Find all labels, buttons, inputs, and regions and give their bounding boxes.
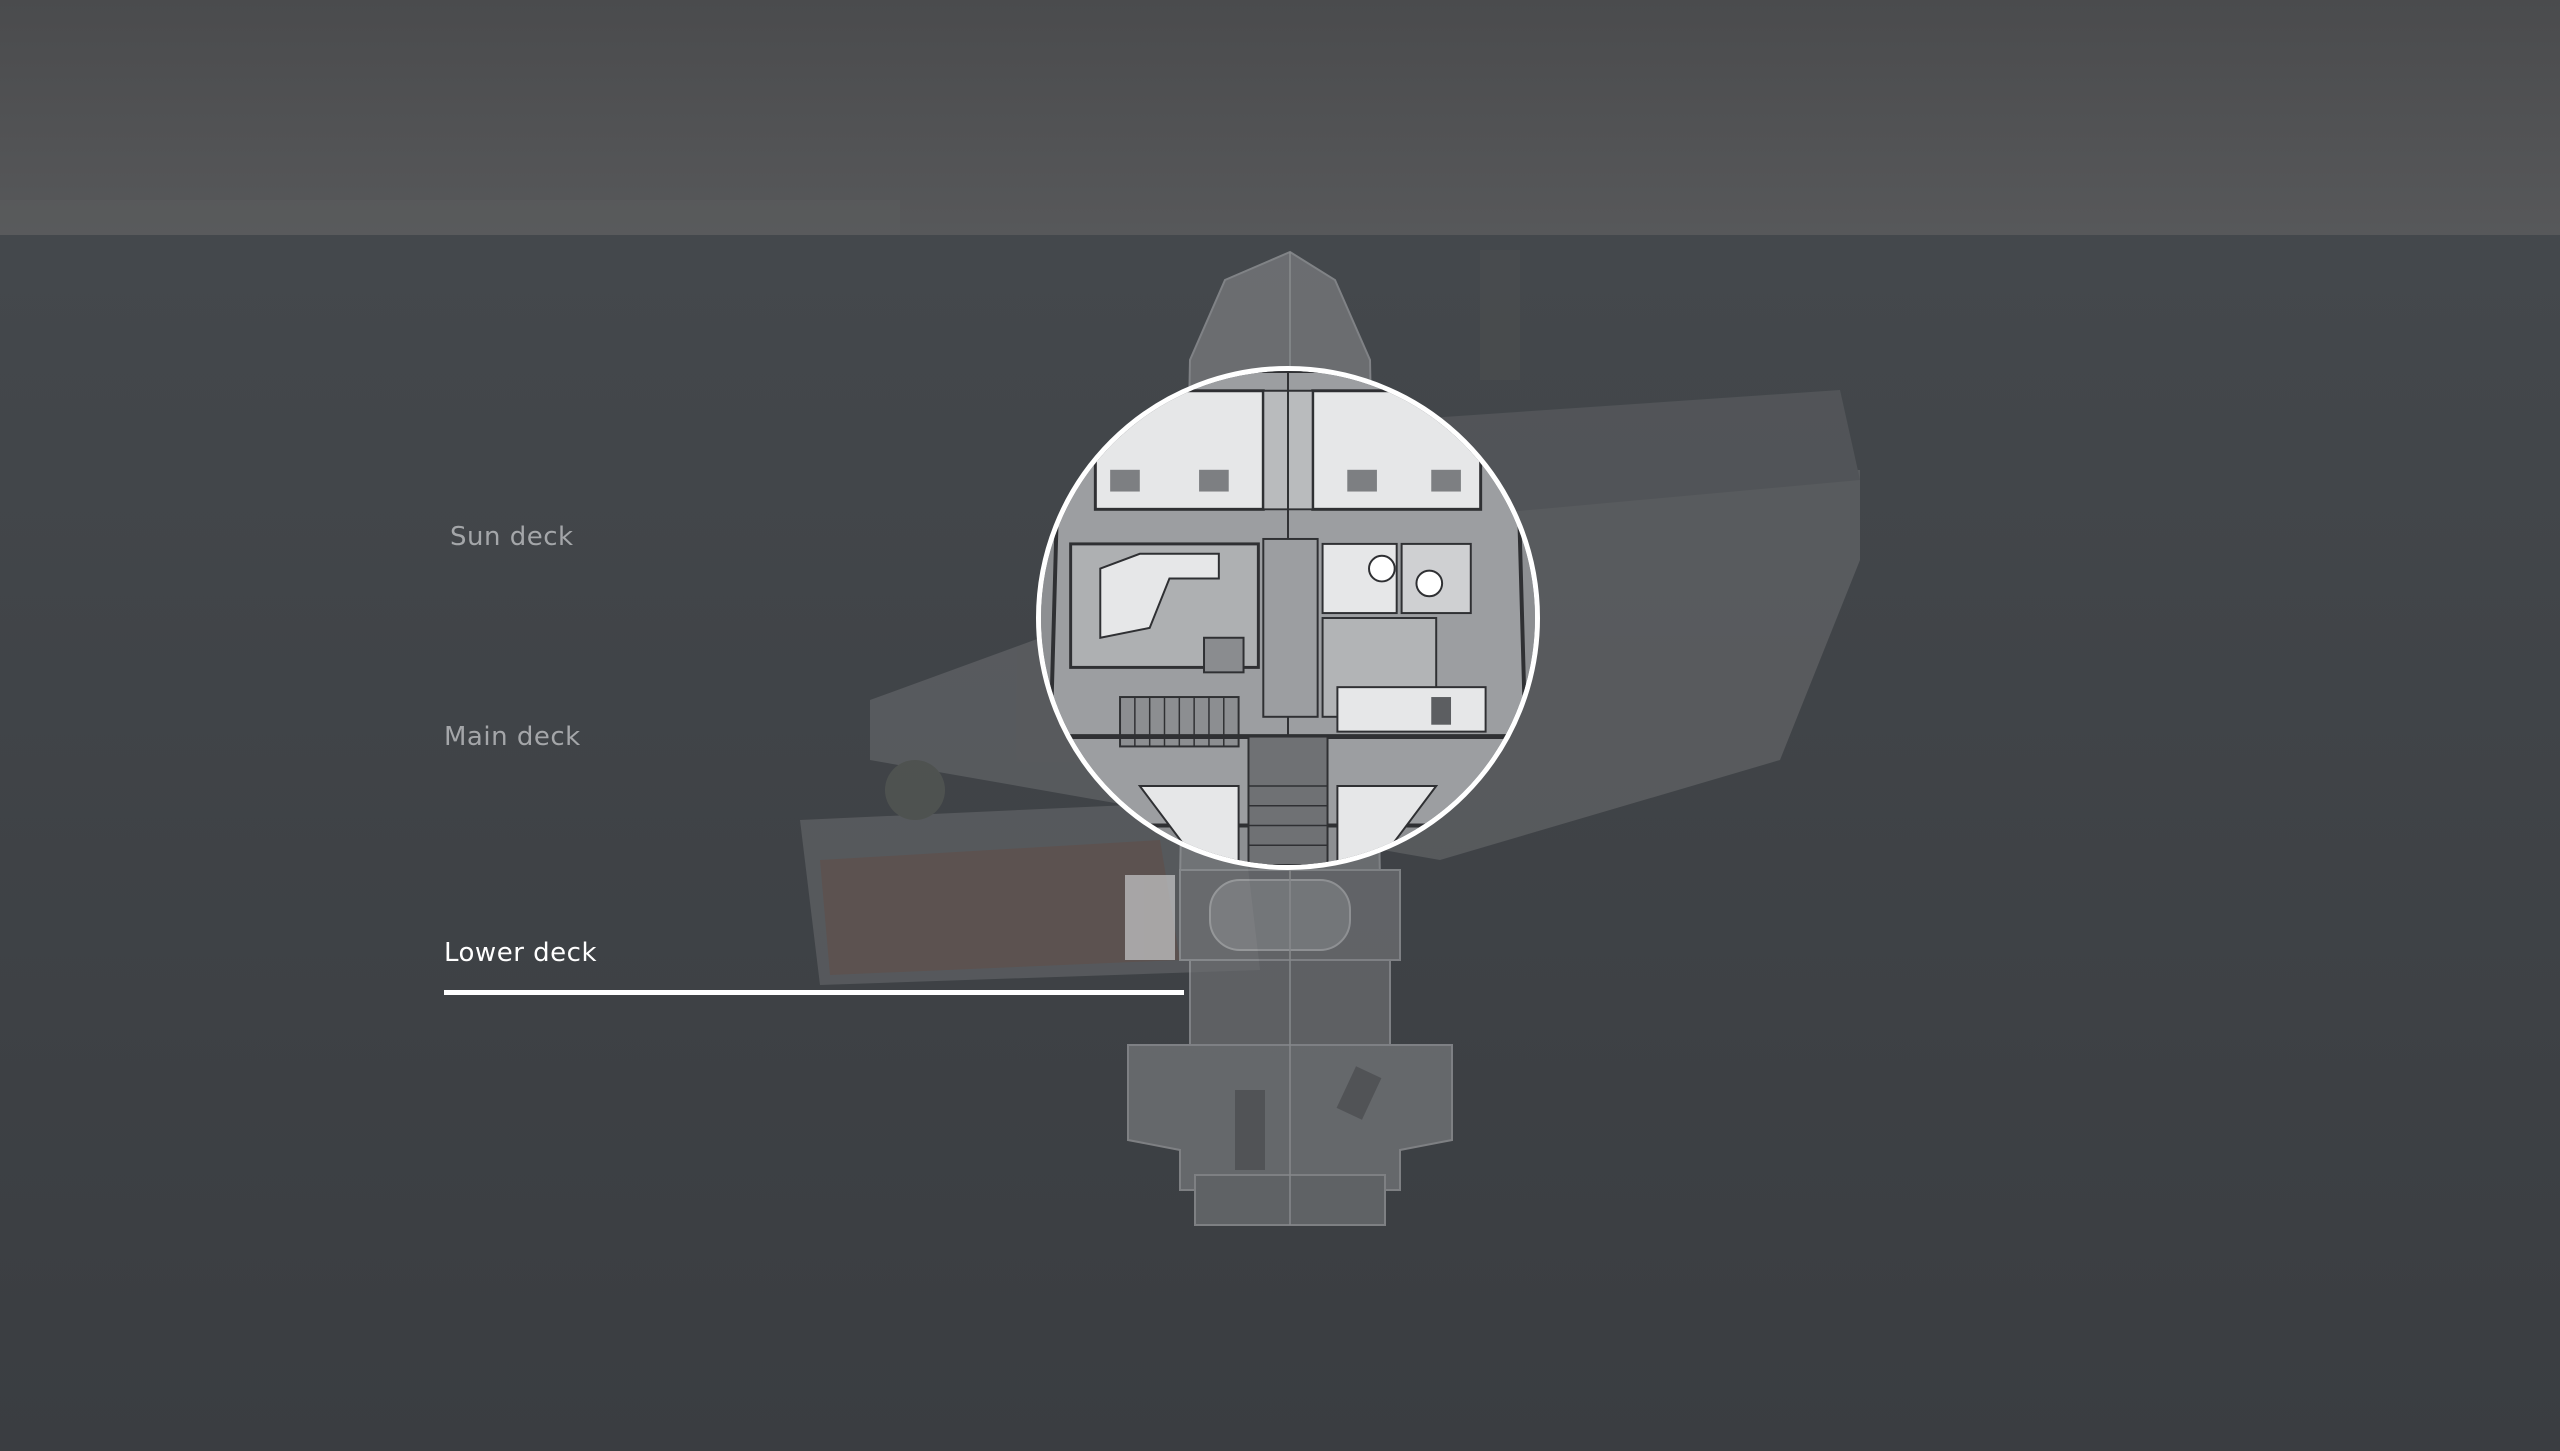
deck-tab-lower[interactable]: Lower deck: [444, 938, 597, 968]
active-deck-indicator-line: [444, 990, 1184, 995]
deck-tab-sun[interactable]: Sun deck: [450, 522, 574, 552]
deck-tab-label: Main deck: [444, 722, 581, 752]
deck-plan-zoom-lens: [1036, 366, 1540, 870]
deck-tab-label: Lower deck: [444, 938, 598, 968]
deck-tab-label: Sun deck: [450, 522, 574, 552]
deck-tab-main[interactable]: Main deck: [444, 722, 581, 752]
lower-deck-plan-detail: [1041, 371, 1535, 865]
deck-selector-menu: Sun deck Main deck Lower deck: [444, 0, 1204, 1451]
